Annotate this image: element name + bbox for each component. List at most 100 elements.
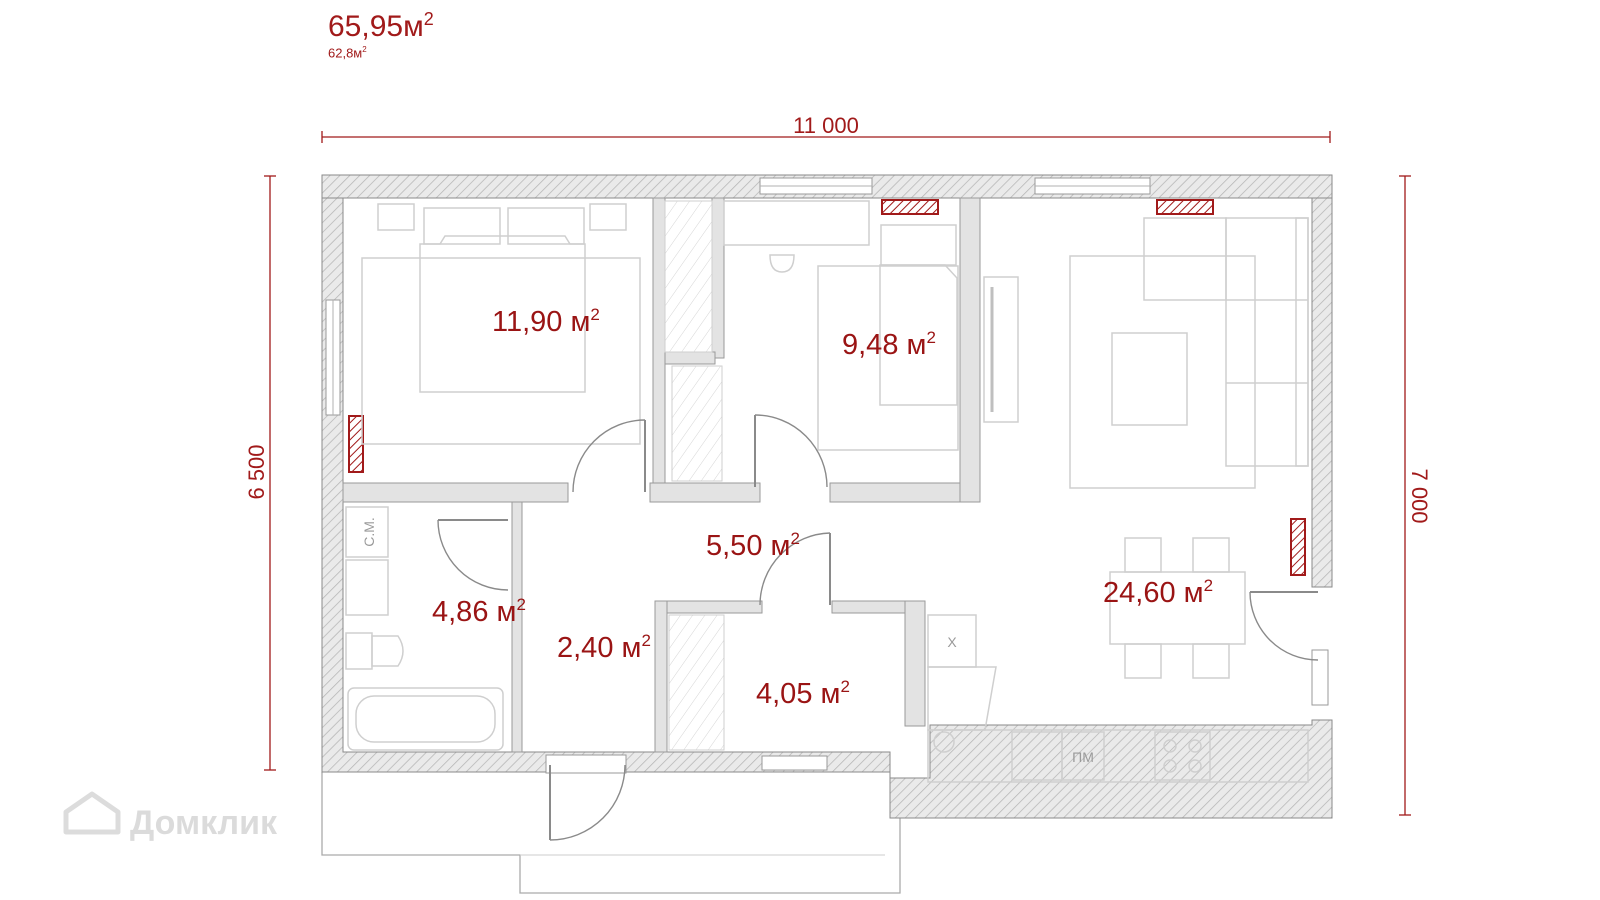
room-label-storage: 4,05 м2 <box>756 677 850 710</box>
pillow-right <box>507 207 585 245</box>
door-room2 <box>754 414 828 488</box>
fridge-tag: Х <box>947 634 957 650</box>
dimension-right-height-label: 7 000 <box>1407 468 1432 523</box>
dimension-width-label: 11 000 <box>793 113 859 138</box>
bathroom-fixtures: С.М. <box>345 506 504 751</box>
chair-1 <box>1124 537 1162 573</box>
wall-storage-top-right <box>831 600 906 614</box>
nightstand-left <box>377 203 415 231</box>
radiators <box>348 199 1306 576</box>
radiator-bedroom <box>348 415 364 473</box>
dining-table <box>1109 571 1246 645</box>
door-bathroom <box>437 519 509 591</box>
dimension-right-height: 7 000 <box>1399 175 1432 816</box>
wall-bed-closet <box>652 197 666 484</box>
washing-machine <box>345 506 389 558</box>
closet-storage <box>668 614 725 751</box>
room-labels: 11,90 м2 9,48 м2 5,50 м2 4,86 м2 2,40 м2… <box>432 305 1213 710</box>
room-label-bathroom: 4,86 м2 <box>432 595 526 628</box>
windows <box>325 177 1329 771</box>
tv-stand <box>983 276 1019 423</box>
wall-corridor-storage <box>654 600 668 753</box>
total-area-sup: 2 <box>423 9 434 29</box>
radiator-dining <box>1290 518 1306 576</box>
total-area: 65,95м2 <box>328 10 434 42</box>
watermark-house-icon <box>63 791 121 835</box>
living-rug <box>1069 255 1256 489</box>
window-kitchen <box>1311 649 1329 706</box>
terrace <box>321 772 901 894</box>
single-bed <box>879 264 958 406</box>
sofa-back <box>1295 217 1309 467</box>
bathtub <box>347 687 504 751</box>
radiator-room2 <box>881 199 939 215</box>
burner-4 <box>1188 759 1202 773</box>
radiator-living <box>1156 199 1214 215</box>
room-label-hall: 5,50 м2 <box>706 529 800 562</box>
wall-storage-top-left <box>666 600 763 614</box>
toilet-bowl <box>371 635 404 667</box>
door-storage <box>759 532 831 606</box>
watermark: Домклик <box>63 791 278 842</box>
door-bedroom <box>572 419 646 493</box>
cooktop <box>1154 731 1211 781</box>
wall-closet-mid <box>664 351 716 365</box>
watermark-text: Домклик <box>130 804 278 842</box>
coffee-table <box>1111 332 1188 426</box>
burner-3 <box>1163 759 1177 773</box>
nightstand-right <box>589 203 627 231</box>
closet-hall <box>671 365 723 482</box>
wall-room2-bottom <box>829 482 981 503</box>
dishwasher-tag: ПМ <box>1072 749 1094 765</box>
dimension-width: 11 000 <box>321 113 1331 143</box>
room-label-room2: 9,48 м2 <box>842 328 936 361</box>
door-entrance <box>549 764 626 841</box>
desk-chair <box>769 254 795 273</box>
kitchen-furniture: Х ПМ <box>927 614 1309 783</box>
bedroom-furniture <box>361 203 641 445</box>
bathtub-basin <box>355 695 496 743</box>
total-area-value: 65,95м <box>328 10 424 43</box>
bed-pillow <box>880 224 957 266</box>
wall-bath-corridor <box>511 501 523 753</box>
window-storage <box>761 755 828 771</box>
washer-tag: С.М. <box>361 517 377 547</box>
wall-closet-bottom <box>649 482 761 503</box>
door-terrace <box>1249 591 1319 661</box>
living-area-sup: 2 <box>362 45 367 54</box>
living-area: 62,8м2 <box>328 45 367 61</box>
burner-2 <box>1188 739 1202 753</box>
chair-2 <box>1192 537 1230 573</box>
closets <box>664 200 725 751</box>
interior-walls <box>342 197 981 753</box>
wall-closet-room2 <box>711 197 725 359</box>
closet-bedroom <box>664 200 713 353</box>
dimension-left-height-label: 6 500 <box>244 444 269 499</box>
room2-furniture <box>723 200 959 451</box>
burner-1 <box>1163 739 1177 753</box>
bath-sink <box>345 559 389 616</box>
bed-rug <box>361 257 641 445</box>
chair-4 <box>1192 643 1230 679</box>
bed <box>419 235 586 393</box>
room-label-corridor: 2,40 м2 <box>557 631 651 664</box>
wall-storage-kitchen <box>904 600 926 727</box>
pillow-left <box>423 207 501 245</box>
living-area-value: 62,8м <box>328 45 363 61</box>
wall-room2-living <box>959 197 981 503</box>
armchair <box>1143 217 1227 301</box>
kitchen-tap <box>933 731 955 753</box>
room-label-bedroom: 11,90 м2 <box>492 305 600 338</box>
kitchen-counter <box>927 729 1309 783</box>
dishwasher <box>1061 731 1105 781</box>
doors <box>437 414 1319 841</box>
room2-rug <box>817 265 959 451</box>
room-label-living-kitchen: 24,60 м2 <box>1103 576 1213 609</box>
dimension-left-height: 6 500 <box>244 175 276 771</box>
chair-3 <box>1124 643 1162 679</box>
kitchen-corner <box>927 666 997 731</box>
dining-furniture <box>1109 537 1246 679</box>
toilet-tank <box>345 632 373 670</box>
wall-bed-bath <box>342 482 569 503</box>
